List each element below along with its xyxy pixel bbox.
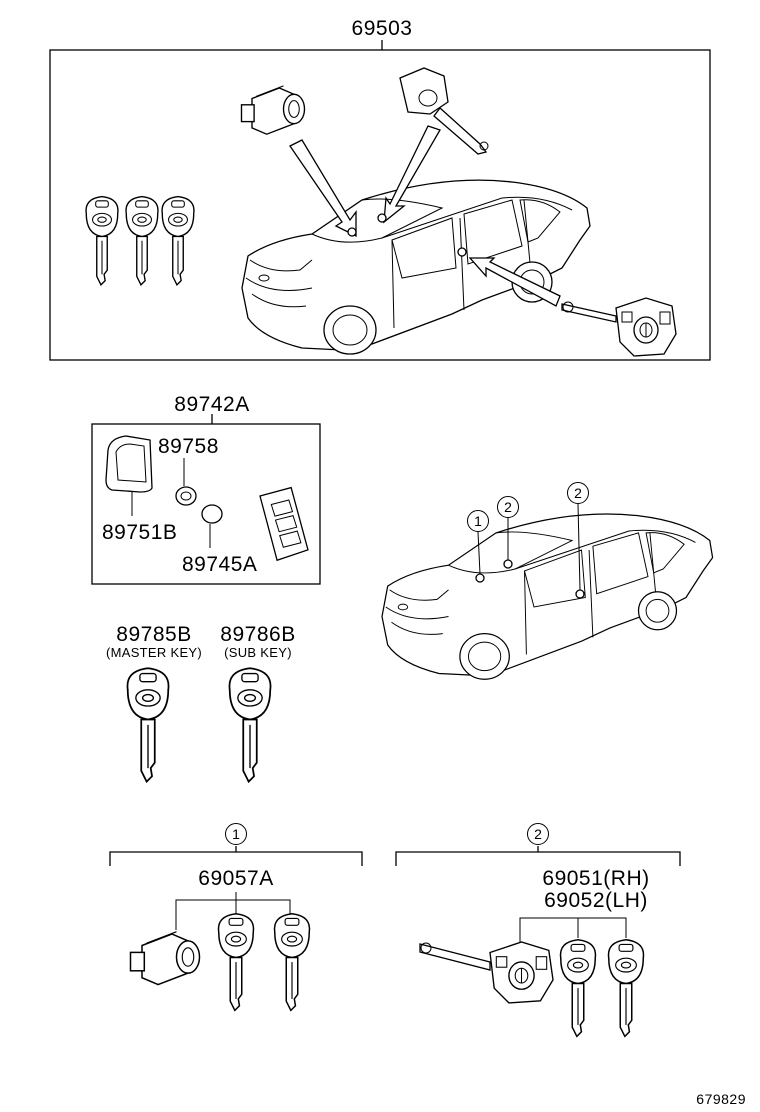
part-number-69503: 69503 bbox=[351, 17, 413, 40]
part-number-69057a: 69057A bbox=[198, 867, 274, 890]
part-number-89786b: 89786B bbox=[220, 623, 296, 646]
master-key-note: (MASTER KEY) bbox=[105, 645, 203, 660]
callout-2-group: 2 bbox=[527, 823, 549, 845]
sub-key-note: (SUB KEY) bbox=[224, 645, 292, 660]
part-number-89785b: 89785B bbox=[116, 623, 192, 646]
callout-1-car: 1 bbox=[467, 510, 489, 532]
callout-2-car-front: 2 bbox=[497, 496, 519, 518]
part-number-89742a: 89742A bbox=[174, 393, 250, 416]
part-number-69051-rh: 69051(RH) bbox=[542, 867, 650, 890]
callout-1-group: 1 bbox=[225, 823, 247, 845]
callout-2-car-door: 2 bbox=[567, 482, 589, 504]
part-number-69052-lh: 69052(LH) bbox=[544, 889, 648, 912]
part-number-89758: 89758 bbox=[158, 435, 219, 458]
part-number-89751b: 89751B bbox=[102, 521, 178, 544]
figure-id: 679829 bbox=[696, 1091, 746, 1107]
part-number-89745a: 89745A bbox=[182, 553, 258, 576]
